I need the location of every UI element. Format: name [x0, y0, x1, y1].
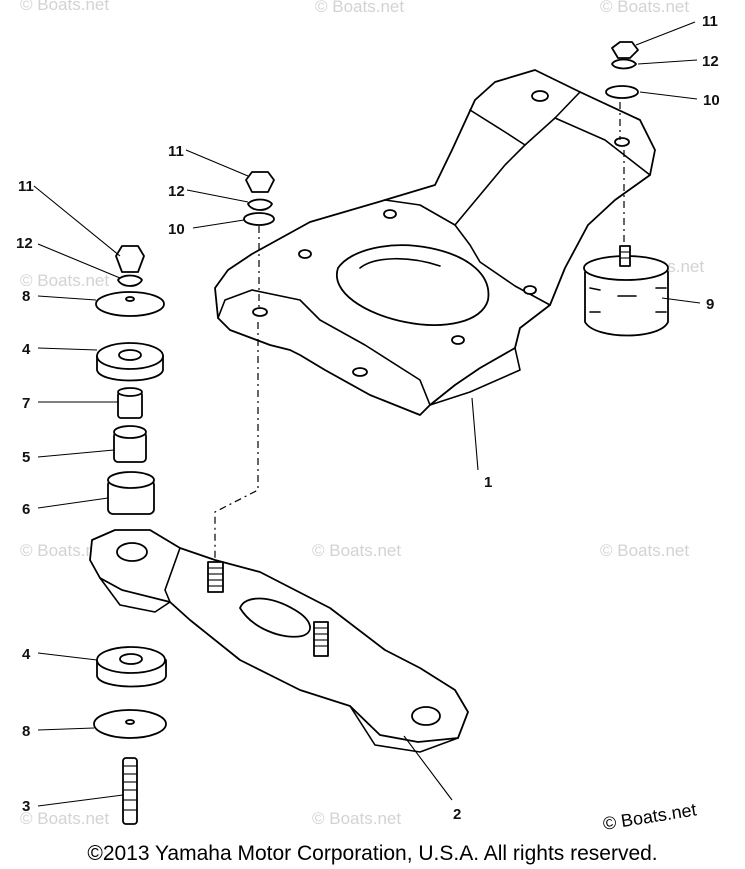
- part-label-11-center: 11: [168, 143, 184, 160]
- watermark: © Boats.net: [20, 0, 109, 14]
- part-labels: 1 2 3 4 4 5 6 7 8 8 9 10 10 11 11 11 12 …: [16, 13, 720, 823]
- part-label-6: 6: [22, 501, 30, 518]
- centerlines: [214, 102, 625, 562]
- part-label-1: 1: [484, 474, 492, 491]
- part-label-8-upper: 8: [22, 288, 30, 305]
- part-label-8-lower: 8: [22, 723, 30, 740]
- part-label-5: 5: [22, 449, 30, 466]
- part-label-10-right: 10: [703, 92, 720, 109]
- part-label-2: 2: [453, 806, 461, 823]
- watermark: © Boats.net: [20, 809, 109, 828]
- part-label-7: 7: [22, 395, 30, 412]
- part-label-4-lower: 4: [22, 646, 31, 663]
- part-label-12-left: 12: [16, 235, 33, 252]
- watermark: © Boats.net: [315, 0, 404, 16]
- watermark: © Boats.net: [20, 271, 109, 290]
- watermark: © Boats.net: [600, 0, 689, 16]
- brand-mark: © Boats.net: [601, 799, 697, 834]
- watermark: © Boats.net: [600, 541, 689, 560]
- part-label-12-center: 12: [168, 183, 185, 200]
- part-label-4-upper: 4: [22, 341, 31, 358]
- bracket-upper: [214, 69, 656, 416]
- leader-lines: [33, 21, 701, 807]
- watermark: © Boats.net: [312, 541, 401, 560]
- copyright-notice: ©2013 Yamaha Motor Corporation, U.S.A. A…: [87, 842, 658, 865]
- watermark: © Boats.net: [312, 809, 401, 828]
- rubber-mount: [583, 245, 669, 337]
- part-label-10-center: 10: [168, 221, 185, 238]
- part-label-9: 9: [706, 296, 714, 313]
- bracket-lower: [89, 529, 469, 753]
- watermarks: © Boats.net © Boats.net © Boats.net © Bo…: [20, 0, 704, 828]
- part-label-11-left: 11: [18, 178, 34, 195]
- part-label-11-right: 11: [702, 13, 718, 30]
- part-label-3: 3: [22, 798, 30, 815]
- part-label-12-right: 12: [702, 53, 719, 70]
- hardware: [93, 41, 639, 825]
- watermark: © Boats.net: [20, 541, 109, 560]
